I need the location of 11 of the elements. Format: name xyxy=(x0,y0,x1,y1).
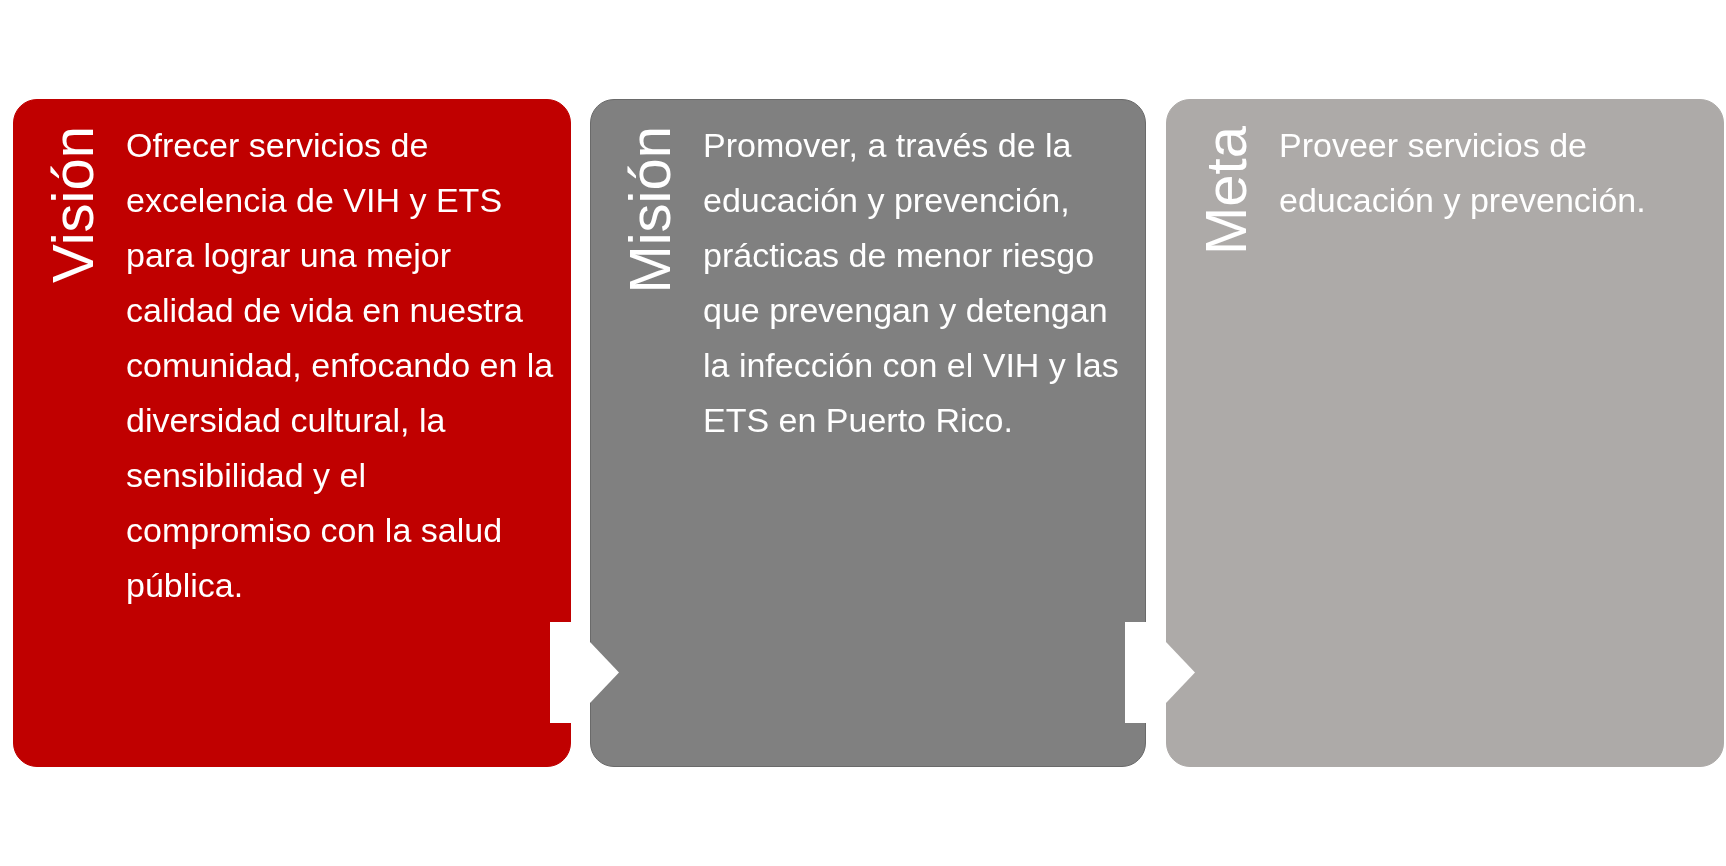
vertical-heading: Misión xyxy=(621,126,679,294)
chevron-arrow xyxy=(1125,622,1195,723)
vertical-heading: Meta xyxy=(1197,126,1255,255)
vertical-heading: Visión xyxy=(44,126,102,283)
chevron-arrow xyxy=(550,622,619,723)
description-text: Promover, a través de la educación y prevención, prácticas de menor riesgo que prevengan y detengan la infección con el VIH y las ETS en Puerto Rico. xyxy=(703,125,1120,441)
rounded-card xyxy=(13,99,571,767)
description-text: Ofrecer servicios de excelencia de VIH y ETS para lograr una mejor calidad de vida en nuestra comunidad, enfocando en la diversidad cultural, la sensibilidad y el compromiso con la salud pública. xyxy=(126,125,555,606)
rounded-card xyxy=(1166,99,1724,767)
description-text: Proveer servicios de educación y prevención. xyxy=(1279,125,1647,221)
rounded-card xyxy=(590,99,1146,767)
